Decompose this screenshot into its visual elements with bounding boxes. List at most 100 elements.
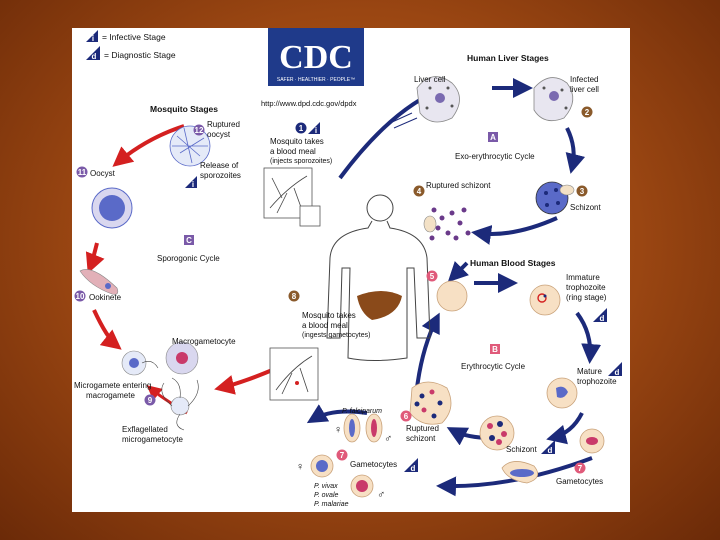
ring-stage-illustration [529, 284, 561, 316]
stage-badge-10: 10 [74, 290, 86, 302]
infective-stage-icon: i [86, 30, 98, 43]
exflag-line2: microgametocyte [122, 435, 183, 444]
mosquito-stages-title: Mosquito Stages [150, 104, 218, 114]
diagnostic-badge-ring: d [593, 308, 607, 323]
malaria-life-cycle-diagram: i = Infective Stage d = Diagnostic Stage… [74, 28, 622, 508]
svg-text:12: 12 [195, 126, 204, 135]
legend-diagnostic-label: = Diagnostic Stage [104, 50, 176, 60]
svg-text:11: 11 [78, 168, 87, 177]
s1-line1: Mosquito takes [270, 137, 324, 146]
stage-badge-8: 8 [288, 290, 300, 302]
oocyst-illustration [91, 187, 133, 229]
release-line1: Release of [200, 161, 239, 170]
stage-badge-2: 2 [581, 106, 593, 118]
svg-text:7: 7 [340, 451, 345, 460]
stage-badge-1: 1 [295, 122, 307, 134]
cycle-badge-c: C [184, 235, 194, 245]
infected-liver-cell-illustration [533, 77, 574, 122]
exo-cycle-label: Exo-erythrocytic Cycle [455, 152, 535, 161]
liver-cell-illustration [389, 76, 460, 129]
svg-text:10: 10 [76, 292, 85, 301]
svg-text:d: d [615, 368, 620, 377]
stage-badge-7-left: 7 [336, 449, 348, 461]
merozoite-rbc-illustration [436, 280, 468, 312]
cdc-url: http://www.dpd.cdc.gov/dpdx [261, 99, 357, 108]
immature-line3: (ring stage) [566, 293, 607, 302]
stage-badge-5: 5 [426, 270, 438, 282]
svg-text:d: d [92, 52, 97, 61]
human-cycle-arrows [306, 78, 602, 497]
liver-cell-label: Liver cell [414, 75, 446, 84]
malariae-label: P. malariae [314, 501, 349, 508]
s8-line2: a blood meal [302, 321, 348, 330]
s8-line1: Mosquito takes [302, 311, 356, 320]
s11-label: Oocyst [90, 169, 116, 178]
s12-line1: Ruptured [207, 120, 240, 129]
legend-infective-label: = Infective Stage [102, 32, 166, 42]
slide-panel: i = Infective Stage d = Diagnostic Stage… [72, 28, 630, 512]
diagnostic-badge-schizont: d [541, 440, 555, 455]
macrogametocyte-illustration [165, 341, 199, 375]
svg-text:6: 6 [404, 412, 409, 421]
erythro-cycle-label: Erythrocytic Cycle [461, 362, 526, 371]
immature-line2: trophozoite [566, 283, 606, 292]
svg-text:4: 4 [417, 187, 422, 196]
falciparum-gametocytes-illustration [343, 413, 383, 443]
female-symbol-vivax: ♀ [296, 461, 304, 473]
mature-line1: Mature [577, 367, 602, 376]
ruptured-oocyst-illustration [169, 125, 211, 167]
svg-text:d: d [411, 464, 416, 473]
diagnostic-badge-gametocytes: d [404, 458, 418, 473]
sporo-cycle-label: Sporogonic Cycle [157, 254, 220, 263]
s9-line2: macrogamete [86, 391, 135, 400]
stage-badge-6: 6 [400, 410, 412, 422]
liver-illustration [357, 291, 402, 320]
s12-line2: oocyst [207, 130, 231, 139]
schizont-illustration [535, 181, 575, 215]
svg-text:3: 3 [580, 187, 585, 196]
ookinete-illustration [79, 269, 119, 295]
legend: i = Infective Stage d = Diagnostic Stage [86, 30, 176, 61]
infective-badge-release: i [185, 176, 197, 189]
blood-schizont-label: Schizont [506, 445, 537, 454]
cdc-logo-tagline: SAFER · HEALTHIER · PEOPLE™ [277, 77, 355, 83]
microgamete-entering-illustration [121, 350, 159, 376]
cdc-logo: CDC SAFER · HEALTHIER · PEOPLE™ [268, 28, 364, 86]
stage-badge-3: 3 [576, 185, 588, 197]
blood-stages-title: Human Blood Stages [470, 258, 556, 268]
s2-line2: liver cell [570, 85, 599, 94]
release-line2: sporozoites [200, 171, 241, 180]
svg-text:2: 2 [585, 108, 590, 117]
cycle-badge-b: B [490, 344, 500, 354]
s3-label: Schizont [570, 203, 601, 212]
svg-text:8: 8 [292, 292, 297, 301]
falciparum-label: P. falciparum [342, 408, 382, 415]
macrogametocyte-label: Macrogametocyte [172, 337, 236, 346]
stage-badge-12: 12 [193, 124, 205, 136]
cycle-badge-a: A [488, 132, 498, 142]
blood-schizont-illustration [479, 415, 515, 451]
s6-line1: Ruptured [406, 424, 439, 433]
vivax-gametocytes-illustration [310, 454, 374, 498]
s6-line2: schizont [406, 434, 436, 443]
male-symbol-falciparum: ♂ [384, 433, 392, 445]
diagnostic-stage-icon: d [86, 46, 100, 61]
s7-left-label: Gametocytes [350, 460, 397, 469]
stage-badge-9: 9 [144, 394, 156, 406]
cdc-logo-text: CDC [279, 39, 353, 76]
ovale-label: P. ovale [314, 492, 338, 499]
svg-text:5: 5 [430, 272, 435, 281]
svg-text:1: 1 [299, 124, 304, 133]
svg-text:i: i [92, 34, 94, 43]
stage-badge-7-right: 7 [574, 462, 586, 474]
s9-line1: Microgamete entering [74, 381, 151, 390]
svg-text:i: i [315, 126, 317, 135]
svg-text:d: d [600, 314, 605, 323]
mosquito-1-illustration [263, 167, 321, 227]
ruptured-schizont-liver-illustration [423, 207, 471, 241]
svg-text:9: 9 [148, 396, 153, 405]
svg-text:C: C [186, 236, 192, 245]
mature-trophozoite-illustration [546, 377, 578, 409]
svg-text:i: i [192, 180, 194, 189]
s10-label: Ookinete [89, 293, 122, 302]
